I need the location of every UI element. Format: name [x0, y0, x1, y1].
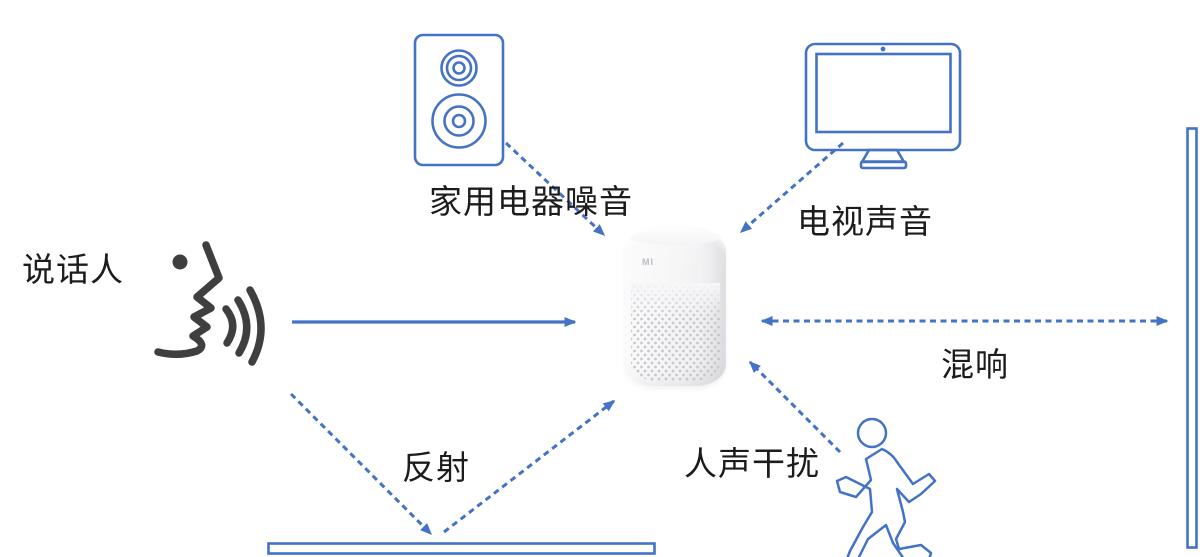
arrow-voice-interference: [748, 360, 842, 454]
sound-wave-1: [222, 305, 237, 347]
label-reverberation: 混响: [941, 346, 1009, 383]
talking-head-icon: [154, 241, 265, 366]
webcam-dot-icon: [880, 46, 886, 52]
smart-speaker-device: MI: [625, 227, 726, 386]
mi-logo: MI: [642, 257, 654, 267]
arrow-reflection-outgoing: [443, 399, 616, 534]
label-appliance-noise: 家用电器噪音: [429, 183, 633, 220]
tv-monitor-icon: [804, 42, 962, 170]
running-person-icon: [835, 417, 937, 557]
arrow-tv-sound: [739, 141, 844, 234]
loudspeaker-icon: [413, 33, 505, 167]
label-voice-interference: 人声干扰: [684, 445, 820, 482]
floor-shape: [267, 542, 656, 555]
arrow-reflection-incident: [289, 392, 433, 536]
monitor-base: [859, 160, 908, 170]
speaker-grille: [631, 283, 720, 381]
label-tv-sound: 电视声音: [797, 203, 933, 240]
label-reflection: 反射: [402, 449, 470, 486]
sound-wave-2: [234, 296, 251, 357]
arrow-appliance-noise: [504, 141, 606, 237]
talking-head-eye: [172, 254, 188, 270]
sound-wave-3: [246, 286, 265, 366]
wall-shape: [1186, 127, 1198, 549]
label-speaker-person: 说话人: [22, 251, 124, 288]
